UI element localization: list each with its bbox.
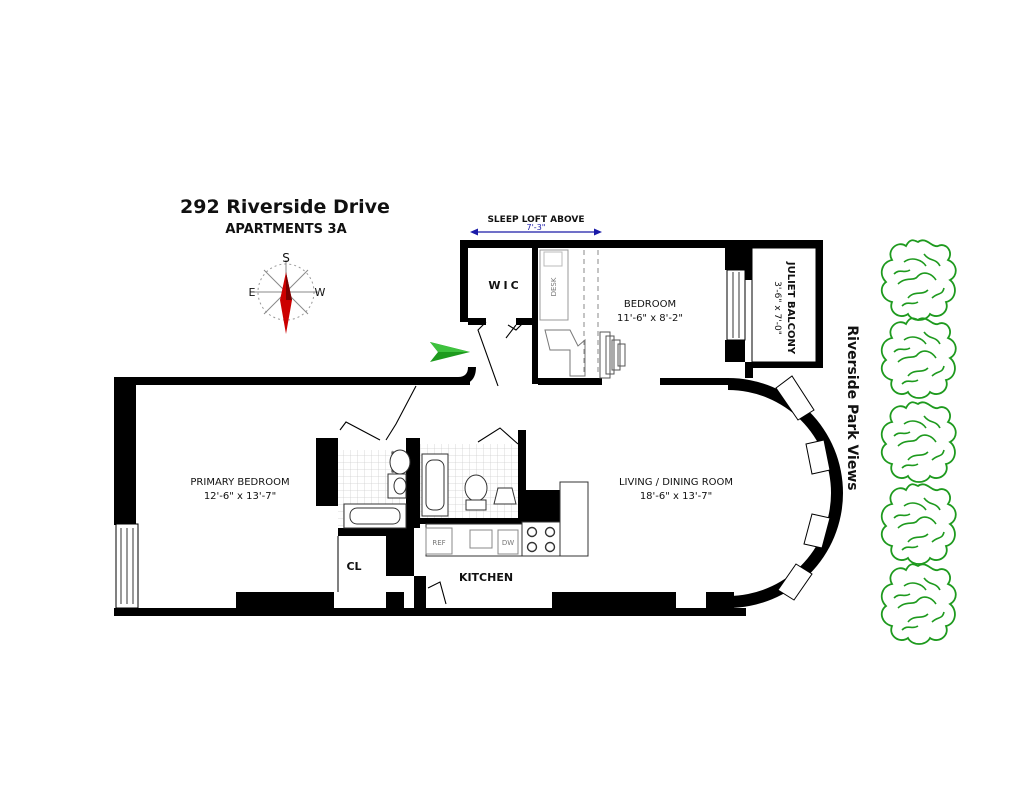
doors — [339, 321, 525, 605]
primary-bedroom-size: 12'-6" x 13'-7" — [204, 491, 276, 502]
loft-stairs — [599, 331, 626, 379]
primary-bedroom-label: PRIMARY BEDROOM — [190, 477, 289, 488]
loft-label: SLEEP LOFT ABOVE — [487, 215, 584, 225]
page-subtitle: APARTMENTS 3A — [225, 222, 346, 237]
kitchen-cabinet — [559, 481, 589, 557]
dishwasher-label: DW — [502, 539, 514, 547]
page-title: 292 Riverside Drive — [180, 196, 390, 218]
compass-label-west: W — [315, 286, 326, 299]
loft-dimension: 7'-3" — [527, 223, 546, 232]
toilet-1 — [389, 449, 411, 475]
compass-label-top: S — [282, 251, 290, 265]
tree-icon — [880, 563, 957, 645]
tree-icon — [880, 483, 957, 565]
sink-1 — [393, 477, 407, 495]
kitchen-sink — [469, 529, 493, 549]
compass: S E W — [249, 251, 326, 334]
trees — [880, 239, 957, 645]
balcony-label: JULIET BALCONY — [785, 261, 796, 355]
refrigerator — [425, 527, 453, 555]
walls — [114, 240, 843, 616]
bedroom-label: BEDROOM — [624, 299, 676, 310]
desk-label: DESK — [550, 277, 558, 296]
entry-arrow-icon — [430, 342, 470, 362]
tree-icon — [880, 239, 957, 321]
balcony-size: 3'-6" x 7'-0" — [772, 281, 782, 335]
closet-label: CL — [346, 560, 361, 573]
living-room-size: 18'-6" x 13'-7" — [640, 491, 712, 502]
dishwasher — [497, 529, 519, 555]
bedroom-size: 11'-6" x 8'-2" — [617, 313, 683, 324]
stove — [521, 521, 563, 557]
tree-icon — [880, 317, 957, 399]
living-room-label: LIVING / DINING ROOM — [619, 477, 733, 488]
sink-2 — [493, 487, 517, 505]
wic-label: WIC — [488, 279, 521, 292]
desk — [539, 249, 569, 321]
toilet-2 — [464, 474, 488, 502]
kitchen-label: KITCHEN — [459, 571, 513, 584]
riverside-park-label: Riverside Park Views — [844, 325, 860, 490]
refrigerator-label: REF — [432, 539, 445, 547]
compass-label-east: E — [249, 286, 256, 299]
tree-icon — [880, 401, 957, 483]
